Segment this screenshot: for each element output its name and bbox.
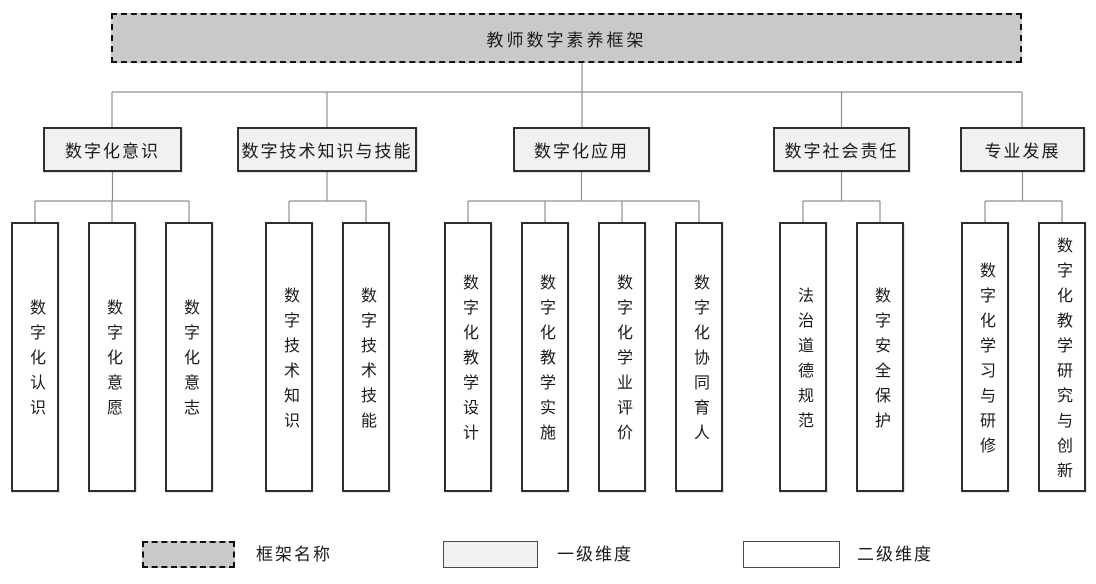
level1-node-professional-development: 专业发展	[960, 127, 1085, 172]
level2-label: 数字化协同育人	[691, 274, 708, 449]
level1-node-digital-application: 数字化应用	[513, 127, 650, 172]
level2-node-digital-learning-research: 数字化学习与研修	[961, 222, 1009, 492]
level2-label: 数字化学业评价	[614, 274, 631, 449]
level2-node-digital-will: 数字化意志	[165, 222, 213, 492]
level1-label: 数字社会责任	[784, 142, 899, 161]
level1-label: 专业发展	[984, 142, 1061, 161]
level2-node-digital-tech-knowledge: 数字技术知识	[265, 222, 313, 492]
connector-group-professional-development	[984, 172, 1063, 222]
legend-swatch-level2-dimension	[743, 541, 840, 568]
level2-label: 数字化教学设计	[460, 274, 477, 449]
level2-node-digital-academic-evaluation: 数字化学业评价	[598, 222, 646, 492]
level2-node-digital-tech-skills: 数字技术技能	[342, 222, 390, 492]
legend-swatch-level1-dimension	[443, 541, 538, 568]
legend-label-framework-name: 框架名称	[256, 545, 332, 564]
level2-node-digital-cognition: 数字化认识	[11, 222, 59, 492]
level2-label: 数字化教学研究与创新	[1054, 236, 1071, 487]
level2-node-digital-teaching-design: 数字化教学设计	[444, 222, 492, 492]
connector-root-to-level1	[111, 63, 1023, 127]
framework-root-node: 教师数字素养框架	[111, 13, 1022, 63]
legend-label-level2-dimension: 二级维度	[857, 545, 933, 564]
level2-label: 数字化学习与研修	[977, 261, 994, 462]
level2-label: 数字化教学实施	[537, 274, 554, 449]
level2-node-legal-ethical-norms: 法治道德规范	[779, 222, 827, 492]
level2-node-digital-willingness: 数字化意愿	[88, 222, 136, 492]
level1-label: 数字技术知识与技能	[241, 142, 413, 161]
framework-root-label: 教师数字素养框架	[486, 30, 647, 50]
connector-group-social-responsibility	[802, 172, 881, 222]
level2-label: 数字技术知识	[281, 286, 298, 437]
level1-node-digital-awareness: 数字化意识	[43, 127, 182, 172]
level2-label: 数字技术技能	[358, 286, 375, 437]
level2-label: 数字安全保护	[872, 286, 889, 437]
level2-node-digital-teaching-implementation: 数字化教学实施	[521, 222, 569, 492]
level2-node-digital-security-protection: 数字安全保护	[856, 222, 904, 492]
legend-swatch-framework-name	[142, 541, 235, 568]
connector-group-digital-application	[467, 172, 700, 222]
level1-label: 数字化意识	[65, 142, 160, 161]
level2-label: 数字化意志	[181, 299, 198, 424]
legend-label-level1-dimension: 一级维度	[557, 545, 633, 564]
level1-label: 数字化应用	[534, 142, 629, 161]
level2-node-digital-collaborative-education: 数字化协同育人	[675, 222, 723, 492]
level2-label: 数字化意愿	[104, 299, 121, 424]
level2-label: 法治道德规范	[795, 286, 812, 437]
level2-node-digital-teaching-research-innovation: 数字化教学研究与创新	[1038, 222, 1086, 492]
level1-node-social-responsibility: 数字社会责任	[773, 127, 910, 172]
level1-node-tech-knowledge-skills: 数字技术知识与技能	[237, 127, 417, 172]
level2-label: 数字化认识	[27, 299, 44, 424]
connector-group-digital-awareness	[34, 172, 190, 222]
connector-group-tech-knowledge-skills	[288, 172, 367, 222]
